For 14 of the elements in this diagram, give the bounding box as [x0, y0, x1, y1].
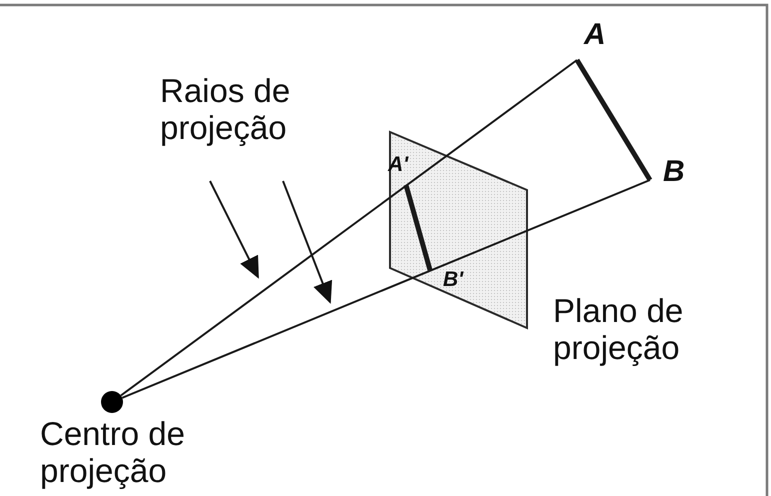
object-segment [574, 58, 652, 182]
point-label: A [584, 20, 606, 50]
projection-ray [120, 59, 578, 396]
annotation-text: Raios de projeção [160, 72, 310, 146]
center-caption: Centro de projeção [40, 415, 186, 489]
projected-point-label: B' [443, 269, 464, 290]
projected-segment [404, 184, 432, 271]
point-label: B [663, 157, 685, 187]
plane-caption: Plano de projeção [553, 292, 684, 366]
projection-plane [388, 130, 529, 330]
projection-ray [122, 179, 650, 399]
projection-center-dot [101, 391, 123, 413]
leader-arrow [209, 180, 259, 279]
leader-arrow [282, 180, 332, 304]
